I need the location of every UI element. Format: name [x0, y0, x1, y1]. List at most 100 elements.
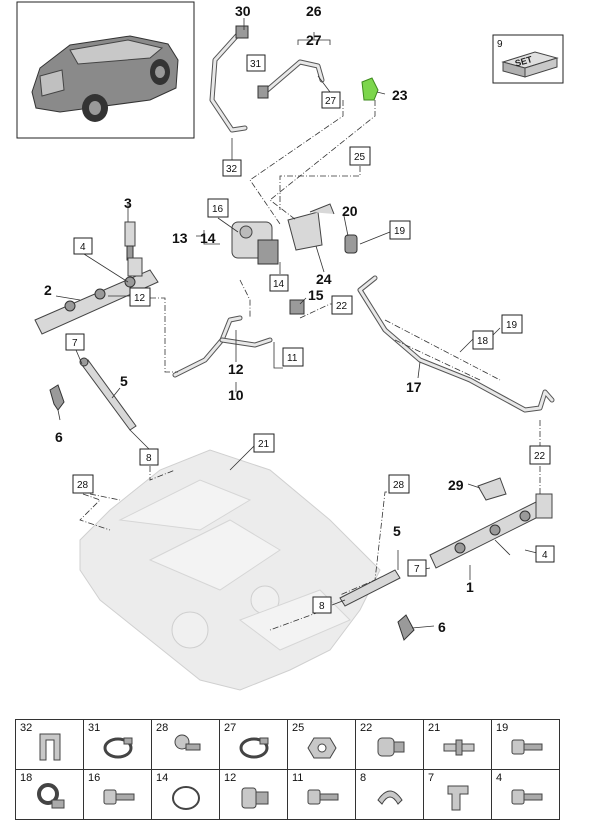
callout-7-box: 7 [414, 564, 420, 575]
legend-cell: 7 [423, 769, 492, 820]
legend-part-number: 14 [156, 772, 169, 784]
ball-stud-icon [174, 734, 201, 751]
callout-5-right: 5 [393, 523, 401, 539]
callout-24: 24 [316, 271, 332, 287]
legend-cell: 21 [423, 719, 492, 770]
callout-27: 27 [306, 32, 322, 48]
callout-11: 11 [287, 353, 298, 364]
sensor-20 [344, 234, 358, 254]
callout-17: 17 [406, 379, 422, 395]
legend-row: 32 31 28 27 25 22 21 19 [15, 719, 560, 770]
legend-part-number: 12 [224, 772, 237, 784]
callout-14: 14 [200, 230, 216, 246]
callout-30: 30 [235, 3, 251, 19]
parts-legend: 32 31 28 27 25 22 21 19 18 16 14 12 11 8 7 4 [15, 719, 560, 820]
clamp-6-right [397, 614, 415, 641]
callout-25: 25 [354, 152, 366, 163]
legend-part-number: 25 [292, 722, 305, 734]
legend-part-number: 19 [496, 722, 509, 734]
callout-6: 6 [55, 429, 63, 445]
injector-3 [124, 221, 136, 261]
legend-part-number: 22 [360, 722, 373, 734]
hose-clamp-icon [239, 737, 269, 759]
callout-14-box: 14 [273, 279, 285, 290]
callout-8-box: 8 [319, 601, 325, 612]
bracket-24 [287, 211, 323, 251]
hose-clamp-icon [103, 737, 133, 759]
bolt-icon [307, 789, 339, 805]
bolt-icon [511, 739, 543, 755]
callout-28-box: 28 [393, 480, 405, 491]
clip-icon [377, 790, 403, 805]
callout-7: 7 [72, 338, 78, 349]
legend-part-number: 11 [292, 772, 304, 784]
banjo-bolt-icon [377, 737, 405, 757]
bolt-icon [511, 789, 543, 805]
callout-1: 1 [466, 579, 474, 595]
callout-31: 31 [250, 59, 262, 70]
callout-26: 26 [306, 3, 322, 19]
callout-12: 12 [228, 361, 244, 377]
legend-part-number: 16 [88, 772, 101, 784]
stud-icon [443, 739, 475, 756]
callout-22-box: 22 [534, 451, 546, 462]
fuel-rail-right [429, 493, 553, 569]
clamp-6 [49, 384, 65, 411]
callout-2: 2 [44, 282, 52, 298]
legend-part-number: 28 [156, 722, 169, 734]
clamp-icon [447, 785, 469, 811]
legend-cell: 8 [355, 769, 424, 820]
legend-part-number: 27 [224, 722, 237, 734]
callout-6-right: 6 [438, 619, 446, 635]
leader-lines [55, 18, 546, 629]
legend-row: 18 16 14 12 11 8 7 4 [15, 769, 560, 820]
callout-21: 21 [258, 439, 270, 450]
callout-13: 13 [172, 230, 188, 246]
callout-3: 3 [124, 195, 132, 211]
callout-5: 5 [120, 373, 128, 389]
callout-19-box: 19 [506, 320, 518, 331]
engine-block-ghost [79, 449, 381, 691]
high-pressure-pump [231, 221, 279, 265]
legend-cell: 4 [491, 769, 560, 820]
legend-cell: 19 [491, 719, 560, 770]
p-clip-icon [37, 783, 65, 809]
vehicle-thumbnail [31, 35, 179, 122]
legend-cell: 18 [15, 769, 84, 820]
legend-part-number: 32 [20, 722, 33, 734]
legend-cell: 11 [287, 769, 356, 820]
callout-23: 23 [392, 87, 408, 103]
set-package-icon [501, 51, 559, 78]
set-box-label: SET [514, 54, 534, 69]
boxed-callouts: 31 27 32 25 16 19 4 14 12 22 19 18 7 11 … [65, 54, 555, 614]
callout-15: 15 [308, 287, 324, 303]
legend-part-number: 18 [20, 772, 33, 784]
legend-cell: 27 [219, 719, 288, 770]
fuel-line-17 [357, 275, 555, 413]
legend-cell: 12 [219, 769, 288, 820]
bolt-icon [103, 789, 135, 805]
hose-30-end-fitting [235, 25, 249, 39]
knock-sensor-5-right [339, 569, 401, 607]
set-box-number: 9 [497, 39, 503, 50]
legend-part-number: 21 [428, 722, 441, 734]
callout-22: 22 [336, 301, 348, 312]
legend-part-number: 8 [360, 772, 367, 784]
union-nut-icon [241, 787, 269, 809]
callout-18: 18 [477, 336, 489, 347]
legend-cell: 14 [151, 769, 220, 820]
callout-27-box: 27 [325, 96, 337, 107]
callout-32: 32 [226, 164, 238, 175]
callout-8: 8 [146, 453, 152, 464]
callout-4: 4 [80, 242, 86, 253]
legend-cell: 25 [287, 719, 356, 770]
legend-cell: 31 [83, 719, 152, 770]
legend-part-number: 4 [496, 772, 503, 784]
bracket-29 [477, 477, 507, 501]
fuel-rail-left [34, 257, 159, 335]
callout-28: 28 [77, 480, 89, 491]
callout-29: 29 [448, 477, 464, 493]
legend-part-number: 7 [428, 772, 435, 784]
legend-cell: 28 [151, 719, 220, 770]
